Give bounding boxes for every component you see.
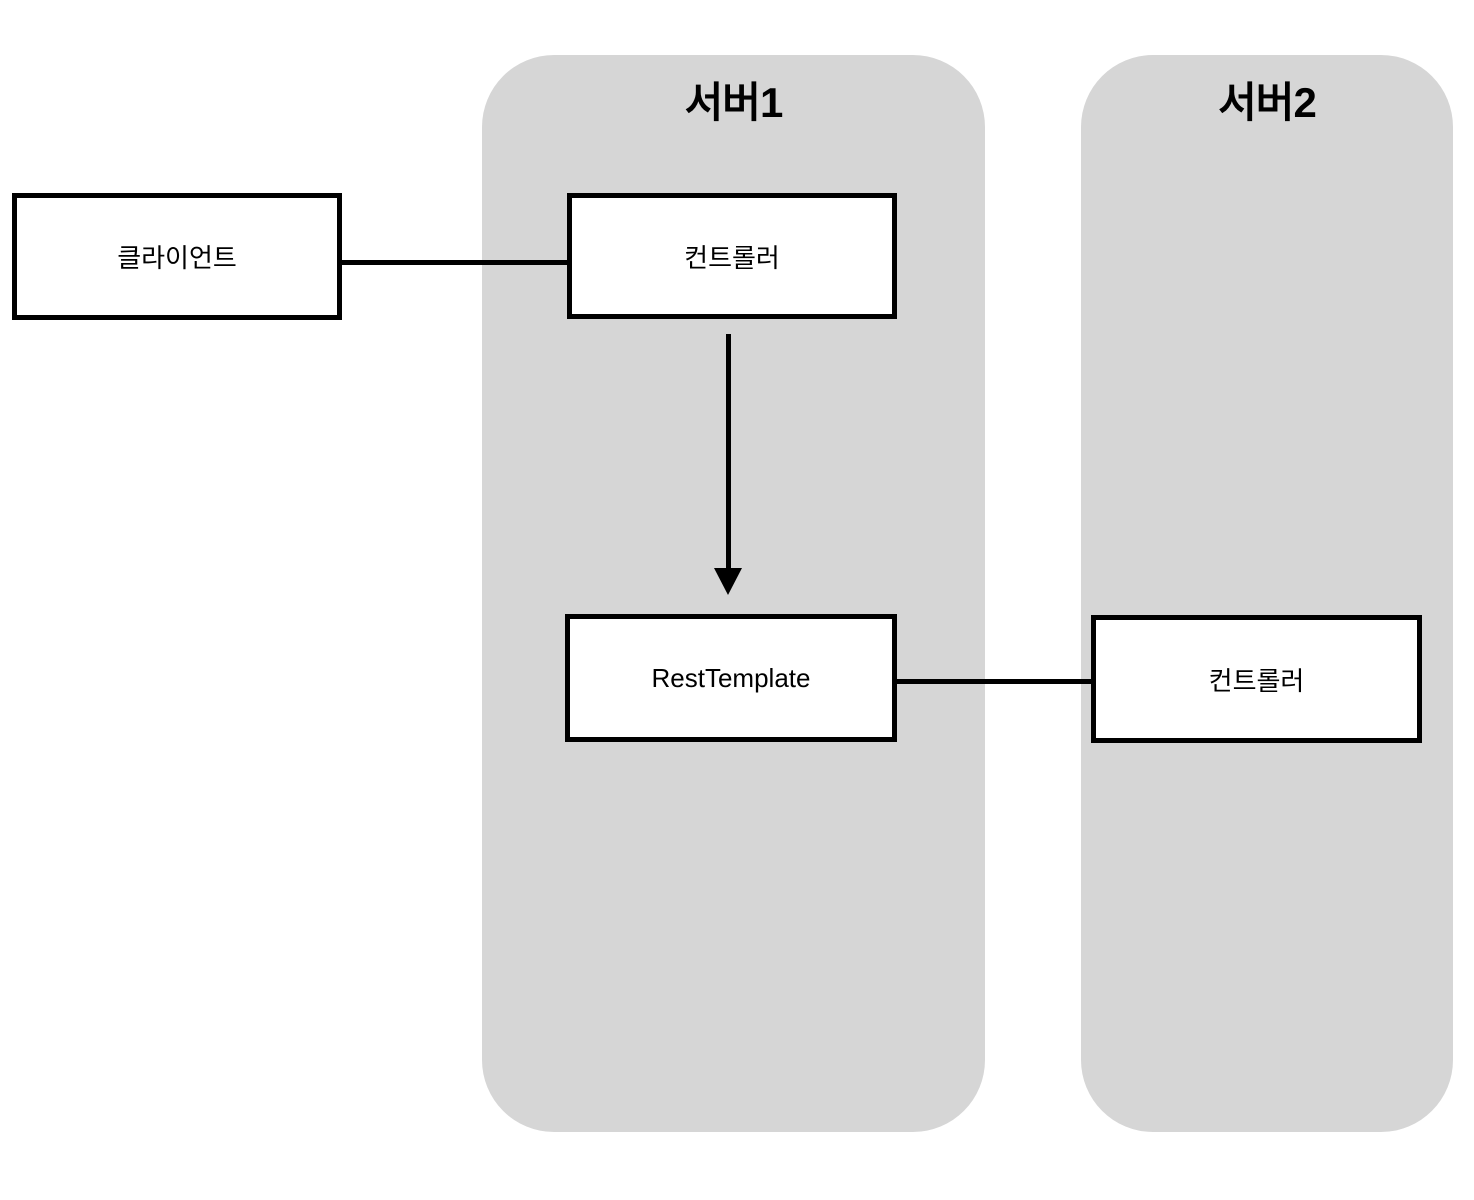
controller-to-resttemplate-arrow-shaft — [726, 334, 731, 570]
arrow-head-icon — [714, 568, 742, 595]
server2-controller-node: 컨트롤러 — [1091, 615, 1422, 743]
server1-title: 서버1 — [684, 79, 784, 126]
server1-resttemplate-node-label: RestTemplate — [651, 662, 811, 693]
server1-resttemplate-node: RestTemplate — [565, 614, 897, 742]
server1-controller-node-label: 컨트롤러 — [684, 242, 780, 273]
client-node-label: 클라이언트 — [117, 243, 237, 273]
server1-controller-node: 컨트롤러 — [567, 193, 897, 319]
resttemplate-to-controller-line — [895, 679, 1091, 684]
client-node: 클라이언트 — [12, 193, 342, 320]
server2-controller-node-label: 컨트롤러 — [1208, 665, 1305, 696]
server2-title: 서버2 — [1218, 79, 1317, 126]
client-to-controller-line — [342, 260, 567, 265]
server2-panel: 서버2 — [1081, 55, 1453, 1132]
